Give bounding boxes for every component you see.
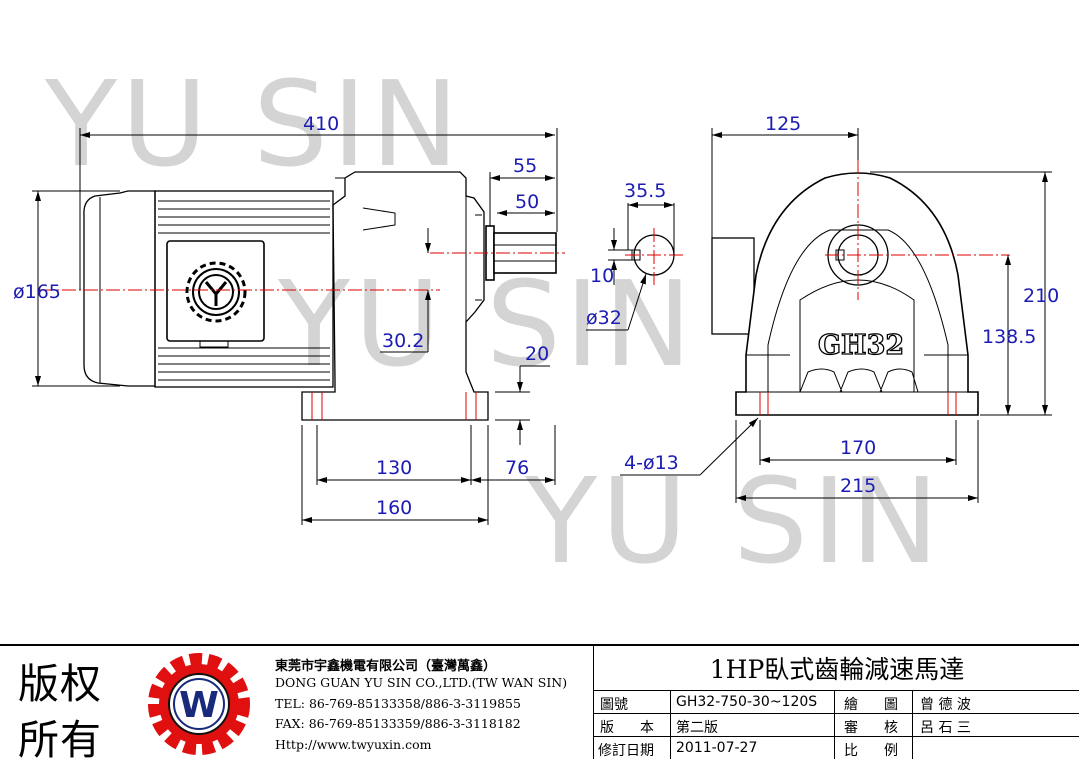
logo-gear-icon: W: [148, 653, 250, 755]
dim-138-5: 138.5: [982, 326, 1036, 348]
shaft-section: 35.5 10 ø32: [586, 180, 685, 331]
dim-130: 130: [376, 457, 412, 479]
drawing-info: 1HP臥式齒輪減速馬達 圖號 GH32-750-30~120S 繪圖 曾 德 波…: [593, 646, 1079, 759]
dim-dia32: ø32: [586, 307, 622, 329]
svg-text:W: W: [179, 685, 219, 726]
title-block: 版权 所有 W 東莞市宇鑫機電有限公司（臺灣萬鑫） DONG GUAN YU S…: [0, 644, 1079, 764]
row-3-label2: 比例: [844, 743, 924, 759]
dim-170: 170: [840, 437, 876, 459]
company-fax: FAX: 86-769-85133359/886-3-3118182: [275, 716, 521, 731]
dim-30-2: 30.2: [382, 330, 424, 352]
row-1-label2: 繪圖: [844, 697, 924, 713]
row-2-value: 第二版: [676, 720, 718, 736]
dim-holes: 4-ø13: [624, 452, 679, 474]
watermark-1: YU SIN: [44, 55, 463, 193]
drawing-title: 1HP臥式齒輪減速馬達: [594, 646, 1079, 691]
dim-20: 20: [525, 343, 549, 365]
dim-dia165: ø165: [13, 281, 61, 303]
dim-35-5: 35.5: [624, 180, 666, 202]
company-web: Http://www.twyuxin.com: [275, 737, 432, 752]
row-2-label: 版本: [600, 720, 680, 736]
dim-215: 215: [840, 475, 876, 497]
dim-55: 55: [513, 155, 537, 177]
yusin-gear-icon: [185, 261, 247, 323]
nameplate-text: GH32: [818, 330, 904, 361]
copyright-line-2: 所有: [18, 716, 102, 764]
company-tel: TEL: 86-769-85133358/886-3-3119855: [275, 696, 521, 711]
front-view: GH32 125 210 138.5 170 215 4-ø13: [620, 113, 1059, 503]
row-1-value2: 曾 德 波: [920, 697, 971, 713]
row-3-value: 2011-07-27: [676, 740, 758, 756]
dim-10: 10: [590, 265, 614, 287]
row-2-value2: 呂 石 三: [920, 720, 971, 736]
company-cn: 東莞市宇鑫機電有限公司（臺灣萬鑫）: [275, 659, 497, 674]
row-1-value: GH32-750-30~120S: [676, 694, 818, 710]
dim-76: 76: [505, 457, 529, 479]
copyright-line-1: 版权: [18, 660, 102, 708]
row-1-label: 圖號: [600, 697, 628, 713]
row-2-label2: 審核: [844, 720, 924, 736]
watermark-3: YU SIN: [524, 452, 943, 590]
side-view: 410 55 50 ø165 30.2 20 130 76 160: [13, 113, 565, 525]
row-3-label: 修訂日期: [598, 743, 654, 759]
dim-160: 160: [376, 497, 412, 519]
company-en: DONG GUAN YU SIN CO.,LTD.(TW WAN SIN): [275, 675, 568, 690]
dim-50: 50: [515, 191, 539, 213]
dim-125: 125: [765, 113, 801, 135]
dim-410: 410: [303, 113, 339, 135]
company-logo: W: [148, 653, 250, 755]
dim-210: 210: [1023, 285, 1059, 307]
